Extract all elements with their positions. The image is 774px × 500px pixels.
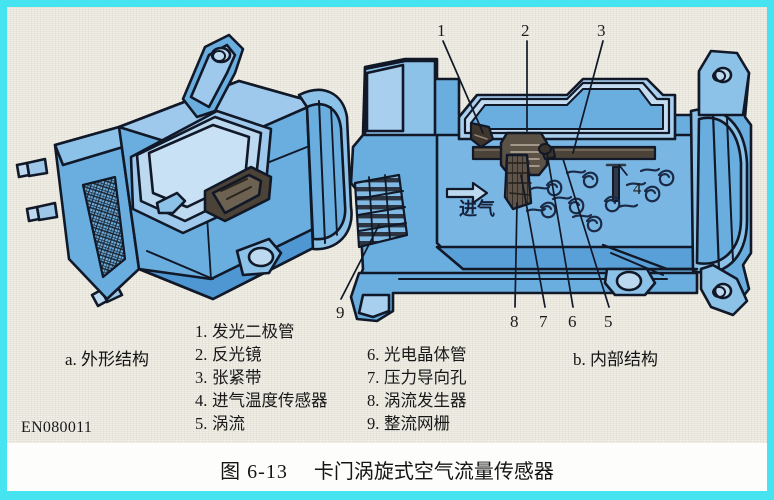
legend-index: 1. <box>195 322 208 341</box>
legend-label: 反光镜 <box>212 345 262 364</box>
legend-index: 8. <box>367 391 380 410</box>
legend-index: 5. <box>195 414 208 433</box>
legend-index: 3. <box>195 368 208 387</box>
figure-title: 卡门涡旋式空气流量传感器 <box>313 459 554 483</box>
legend-label: 发光二极管 <box>212 322 295 341</box>
exterior-structure-diagram <box>7 7 767 443</box>
exterior-body <box>15 33 353 308</box>
callout-2: 2 <box>521 21 530 40</box>
callout-3: 3 <box>597 21 606 40</box>
section-a-label: 外形结构 <box>81 350 150 370</box>
figure-number: 图 6-13 <box>220 461 288 483</box>
legend-index: 7. <box>367 368 380 387</box>
legend-index: 9. <box>367 414 380 433</box>
legend-item: 5.涡流 <box>195 412 328 435</box>
legend-label: 涡流 <box>212 414 245 433</box>
legend-item: 7.压力导向孔 <box>367 366 467 389</box>
legend-item: 9.整流网栅 <box>367 412 467 435</box>
callout-4: 4 <box>633 179 642 198</box>
legend-item: 1.发光二极管 <box>195 320 328 343</box>
figure-caption: 图 6-13 卡门涡旋式空气流量传感器 <box>7 455 767 484</box>
caption-band <box>7 443 767 491</box>
legend-label: 光电晶体管 <box>384 345 467 364</box>
vortex-swirls <box>525 167 675 233</box>
intake-air-label: 进气 <box>459 199 495 220</box>
legend-item: 6.光电晶体管 <box>367 343 467 366</box>
callout-9: 9 <box>336 303 345 322</box>
section-label-a: a. 外形结构 <box>65 345 149 370</box>
internal-structure-diagram <box>349 49 753 323</box>
callout-8: 8 <box>510 312 519 331</box>
section-b-label: 内部结构 <box>590 350 658 370</box>
legend-column-left: 1.发光二极管 2.反光镜 3.张紧带 4.进气温度传感器 5.涡流 <box>195 320 328 435</box>
callout-1: 1 <box>437 21 446 40</box>
legend-index: 4. <box>195 391 208 410</box>
legend-label: 进气温度传感器 <box>212 391 328 410</box>
legend-item: 2.反光镜 <box>195 343 328 366</box>
section-label-b: b. 内部结构 <box>573 345 658 370</box>
legend-label: 压力导向孔 <box>384 368 467 387</box>
legend-index: 2. <box>195 345 208 364</box>
figure-code: EN080011 <box>21 419 93 436</box>
legend-label: 涡流发生器 <box>384 391 467 410</box>
legend-index: 6. <box>367 345 380 364</box>
legend-label: 整流网栅 <box>384 414 450 433</box>
legend-column-right: 6.光电晶体管 7.压力导向孔 8.涡流发生器 9.整流网栅 <box>367 343 467 435</box>
section-a-prefix: a. <box>65 350 77 369</box>
callout-7: 7 <box>539 312 548 331</box>
leader-lines <box>340 40 628 308</box>
intake-arrow-icon <box>445 181 489 205</box>
callout-6: 6 <box>568 312 577 331</box>
legend-item: 4.进气温度传感器 <box>195 389 328 412</box>
legend-item: 8.涡流发生器 <box>367 389 467 412</box>
section-b-prefix: b. <box>573 350 586 369</box>
legend-label: 张紧带 <box>212 368 262 387</box>
legend-item: 3.张紧带 <box>195 366 328 389</box>
callout-5: 5 <box>604 312 613 331</box>
